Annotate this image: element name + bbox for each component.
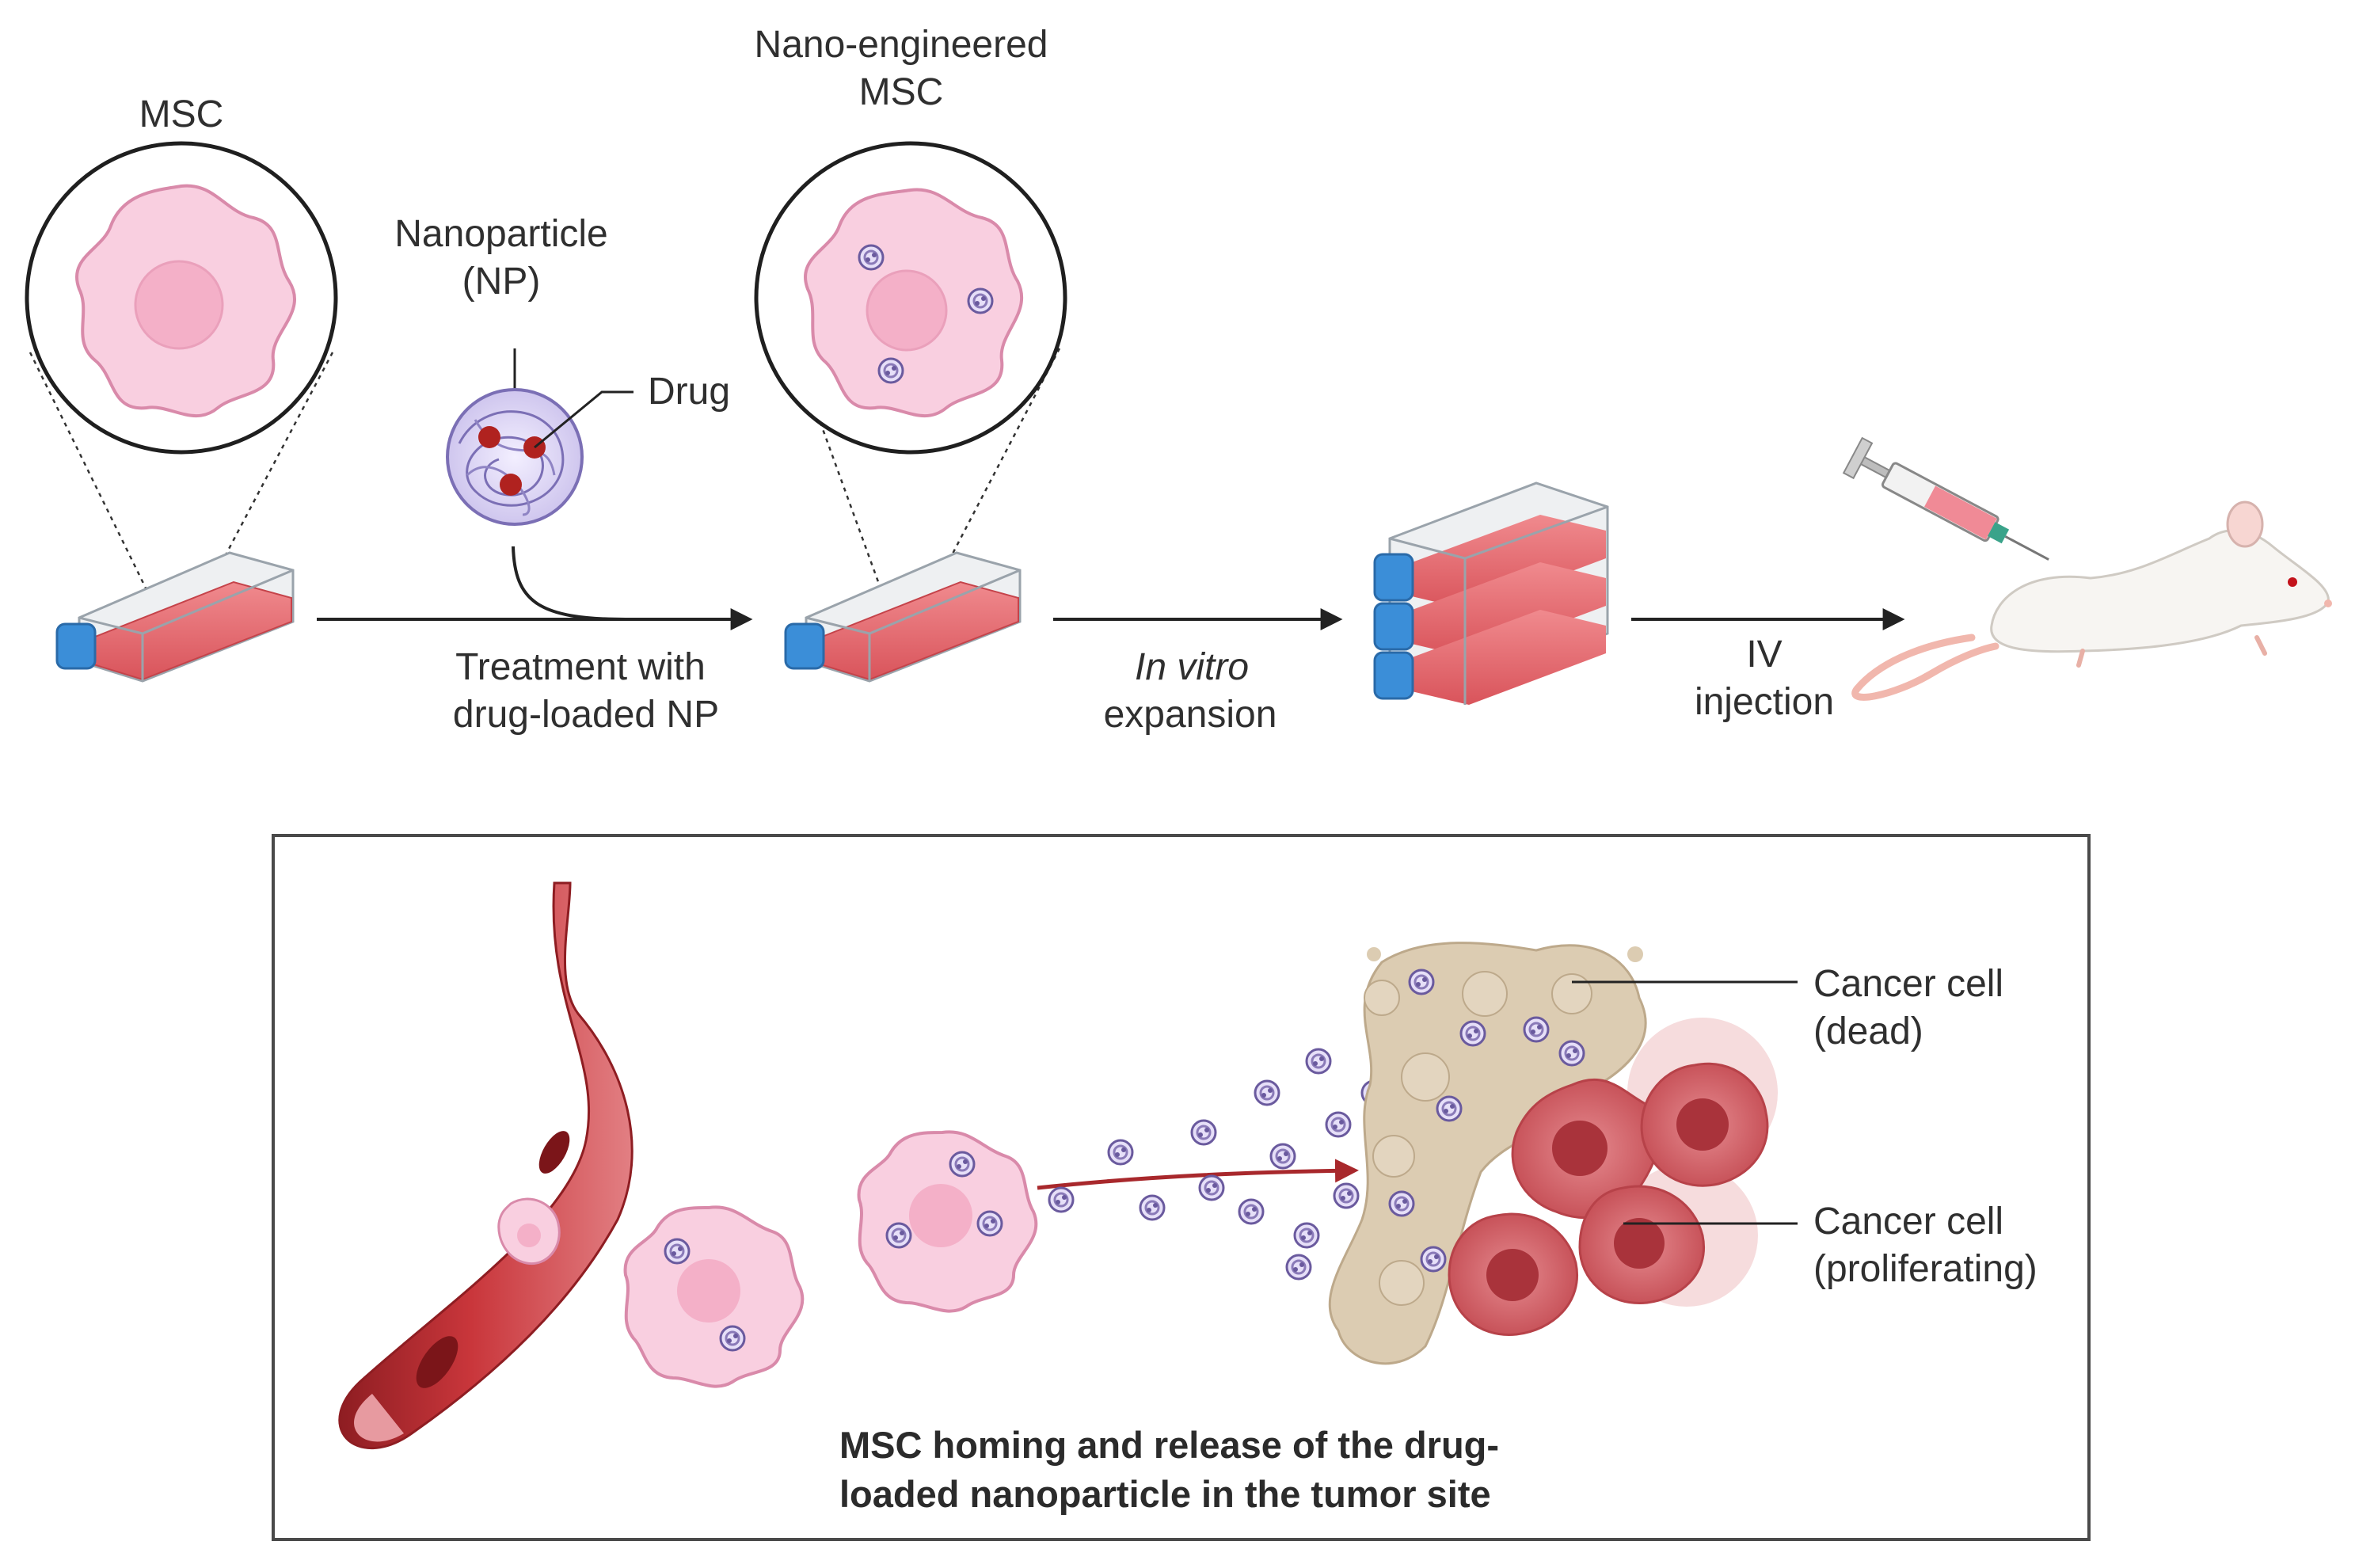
label-msc: MSC bbox=[139, 93, 224, 135]
label-np-line1: Nanoparticle bbox=[394, 213, 608, 255]
label-np-line2: (NP) bbox=[462, 261, 541, 303]
culture-flask-1 bbox=[55, 551, 295, 683]
flask-cap-2 bbox=[784, 622, 825, 670]
label-invitro-line2: expansion bbox=[1103, 694, 1277, 736]
label-iv-line1: IV bbox=[1746, 634, 1783, 676]
label-drug: Drug bbox=[648, 371, 731, 413]
label-nano-msc-line1: Nano-engineered bbox=[754, 24, 1048, 66]
nano-msc-zoom-circle bbox=[754, 141, 1067, 650]
msc-zoom-circle bbox=[25, 141, 338, 650]
migrating-msc-1 bbox=[623, 1205, 805, 1388]
label-dead-line1: Cancer cell bbox=[1813, 963, 2004, 1005]
proliferating-cancer-cells bbox=[1448, 1018, 1798, 1336]
label-nano-msc-line2: MSC bbox=[858, 71, 944, 113]
label-invitro-line1: In vitro bbox=[1134, 646, 1250, 688]
stacked-flasks bbox=[1373, 481, 1609, 705]
blood-vessel bbox=[338, 881, 634, 1449]
label-dead-line2: (dead) bbox=[1813, 1010, 1923, 1052]
label-prolif-line1: Cancer cell bbox=[1813, 1201, 2004, 1243]
flask-cap-1 bbox=[55, 622, 97, 670]
syringe bbox=[1842, 436, 2049, 561]
mouse bbox=[1851, 500, 2332, 701]
migrating-msc-2 bbox=[857, 1130, 1038, 1313]
homing-arrow bbox=[1037, 1159, 1359, 1190]
msc-nucleus bbox=[134, 260, 224, 350]
label-treatment-line2: drug-loaded NP bbox=[452, 694, 720, 736]
caption-line1: MSC homing and release of the drug- bbox=[839, 1424, 1500, 1466]
culture-flask-2 bbox=[784, 551, 1022, 683]
nanoparticle bbox=[446, 348, 634, 526]
label-treatment-line1: Treatment with bbox=[455, 646, 706, 688]
label-iv-line2: injection bbox=[1694, 681, 1835, 723]
drug-dot bbox=[478, 426, 500, 448]
label-prolif-line2: (proliferating) bbox=[1813, 1248, 2037, 1290]
np-curve-arrow bbox=[512, 546, 626, 621]
drug-dot bbox=[500, 474, 522, 496]
caption-line2: loaded nanoparticle in the tumor site bbox=[839, 1473, 1491, 1515]
